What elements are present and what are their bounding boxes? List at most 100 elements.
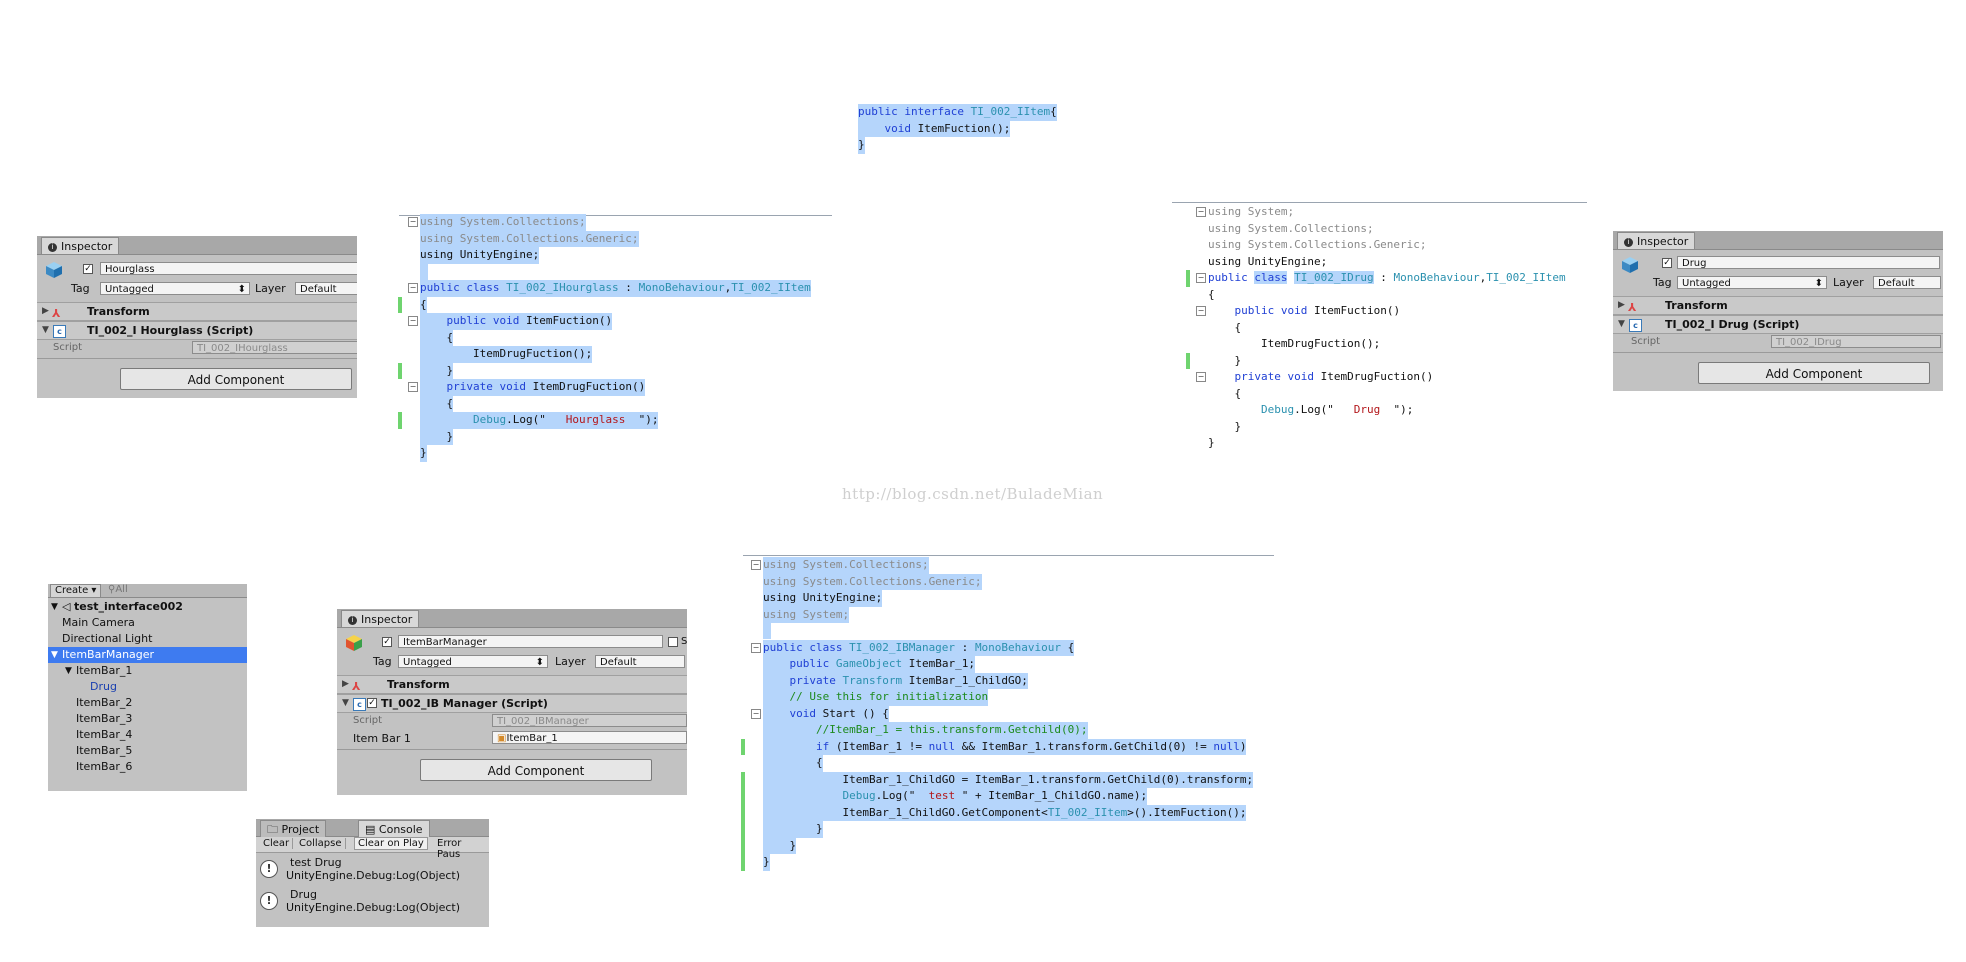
fold-toggle-icon[interactable]: − [408, 217, 418, 227]
tag-dropdown[interactable]: Untagged⬍ [1677, 276, 1827, 289]
fold-toggle-icon[interactable]: − [408, 316, 418, 326]
code-line: // Use this for initialization [763, 689, 1268, 706]
code-token [858, 122, 885, 135]
hierarchy-toolbar: Create ▾ ⚲All [48, 584, 247, 598]
code-line: //ItemBar_1 = this.transform.Getchild(0)… [763, 722, 1268, 739]
hierarchy-item[interactable]: ItemBar_4 [48, 727, 247, 743]
component-enabled-checkbox[interactable]: ✓ [367, 698, 377, 708]
code-line: { [763, 755, 1268, 772]
collapse-button[interactable]: Collapse [296, 838, 346, 849]
code-line: } [763, 854, 1268, 871]
search-input[interactable]: ⚲All [108, 584, 128, 596]
fold-toggle-icon[interactable]: − [1196, 273, 1206, 283]
layer-dropdown[interactable]: Default [595, 655, 685, 668]
code-line-text: using System.Collections.Generic; [1208, 237, 1427, 254]
error-pause-button[interactable]: Error Paus [437, 838, 462, 860]
fold-toggle-icon[interactable]: − [1196, 306, 1206, 316]
script-label: Script [53, 342, 83, 353]
add-component-button[interactable]: Add Component [1698, 362, 1930, 384]
hierarchy-item[interactable]: ▼ItemBarManager [48, 647, 247, 663]
code-line-text: { [1208, 287, 1215, 304]
object-name-field[interactable]: ItemBarManager [398, 635, 663, 648]
code-token: Hourglass [565, 413, 626, 426]
hierarchy-item[interactable]: ▼ItemBar_1 [48, 663, 247, 679]
code-line-text [763, 623, 771, 639]
code-line-text: //ItemBar_1 = this.transform.Getchild(0)… [763, 722, 1088, 739]
tag-label: Tag [71, 282, 90, 295]
hierarchy-item-label: ItemBar_6 [76, 760, 133, 773]
fold-toggle-icon[interactable]: − [751, 642, 761, 653]
interface-code-panel: public interface TI_002_IItem{ void Item… [858, 104, 1073, 154]
tag-dropdown[interactable]: Untagged⬍ [398, 655, 548, 668]
script-field[interactable]: TI_002_IDrug [1771, 335, 1941, 348]
create-dropdown[interactable]: Create ▾ [50, 584, 102, 598]
code-top-border [1172, 202, 1587, 203]
active-checkbox[interactable]: ✓ [83, 264, 93, 274]
active-checkbox[interactable]: ✓ [382, 637, 392, 647]
tag-dropdown[interactable]: Untagged⬍ [100, 282, 250, 295]
code-token: ItemDrugFuction(); [420, 347, 593, 360]
hierarchy-item[interactable]: Drug [48, 679, 247, 695]
add-component-button[interactable]: Add Component [420, 759, 652, 781]
fold-toggle-icon[interactable]: − [408, 382, 418, 392]
clear-button[interactable]: Clear [260, 838, 294, 849]
console-tab[interactable]: ▤ Console [358, 820, 430, 837]
script-component-header[interactable]: ▼c✓TI_002_IB Manager (Script) [337, 694, 687, 713]
code-line-text: } [763, 821, 823, 838]
code-token: void [884, 121, 912, 135]
collapse-arrow-icon[interactable]: ▼ [51, 650, 58, 660]
code-line-text: private void ItemDrugFuction() [1208, 369, 1434, 386]
active-checkbox[interactable]: ✓ [1662, 258, 1672, 268]
clear-on-play-button[interactable]: Clear on Play [354, 837, 428, 850]
code-token: } [763, 822, 823, 835]
script-field[interactable]: TI_002_IHourglass [192, 341, 357, 354]
object-name-field[interactable]: Drug [1677, 256, 1940, 269]
hierarchy-item-label: ItemBar_3 [76, 712, 133, 725]
code-token: { [420, 330, 454, 344]
component-title: TI_002_IB Manager (Script) [381, 697, 548, 710]
fold-toggle-icon[interactable]: − [408, 283, 418, 293]
transform-header[interactable]: ▶⅄Transform [37, 302, 357, 321]
fold-toggle-icon[interactable]: − [1196, 372, 1206, 382]
dropdown-arrow-icon: ⬍ [1814, 278, 1823, 289]
add-component-button[interactable]: Add Component [120, 368, 352, 390]
transform-header[interactable]: ▶⅄Transform [1613, 296, 1943, 315]
script-field[interactable]: TI_002_IBManager [492, 714, 687, 727]
hierarchy-item[interactable]: ItemBar_6 [48, 759, 247, 775]
code-line: private void ItemDrugFuction() [1208, 369, 1608, 386]
hierarchy-item[interactable]: Main Camera [48, 615, 247, 631]
fold-toggle-icon[interactable]: − [1196, 207, 1206, 217]
code-line: public void ItemFuction() [420, 313, 840, 330]
collapse-arrow-icon[interactable]: ▼ [65, 666, 72, 676]
hierarchy-item[interactable]: Directional Light [48, 631, 247, 647]
hierarchy-item[interactable]: ItemBar_5 [48, 743, 247, 759]
layer-dropdown[interactable]: Default [295, 282, 357, 295]
fold-toggle-icon[interactable]: − [751, 560, 761, 570]
code-token: } [420, 363, 454, 377]
script-label: Script [1631, 336, 1661, 347]
transform-header[interactable]: ▶⅄Transform [337, 675, 687, 694]
static-checkbox[interactable] [668, 637, 678, 647]
code-token: ItemDrugFuction(); [1208, 337, 1381, 350]
hierarchy-item[interactable]: ItemBar_2 [48, 695, 247, 711]
item-bar-field[interactable]: ▣ItemBar_1 [492, 731, 687, 744]
project-tab[interactable]: 🗀 Project [260, 820, 327, 837]
object-name-field[interactable]: Hourglass [100, 262, 357, 275]
code-line-text: } [858, 137, 865, 154]
layer-dropdown[interactable]: Default [1873, 276, 1941, 289]
layer-label: Layer [555, 655, 586, 668]
gameobject-icon: ▣ [497, 733, 507, 744]
code-token: public [1208, 271, 1255, 284]
code-token: TI_002_IBManager [849, 640, 956, 654]
scene-root[interactable]: ▼◁test_interface002 [48, 599, 247, 615]
fold-toggle-icon[interactable]: − [751, 708, 761, 719]
static-label: S [681, 636, 687, 647]
hierarchy-item[interactable]: ItemBar_3 [48, 711, 247, 727]
